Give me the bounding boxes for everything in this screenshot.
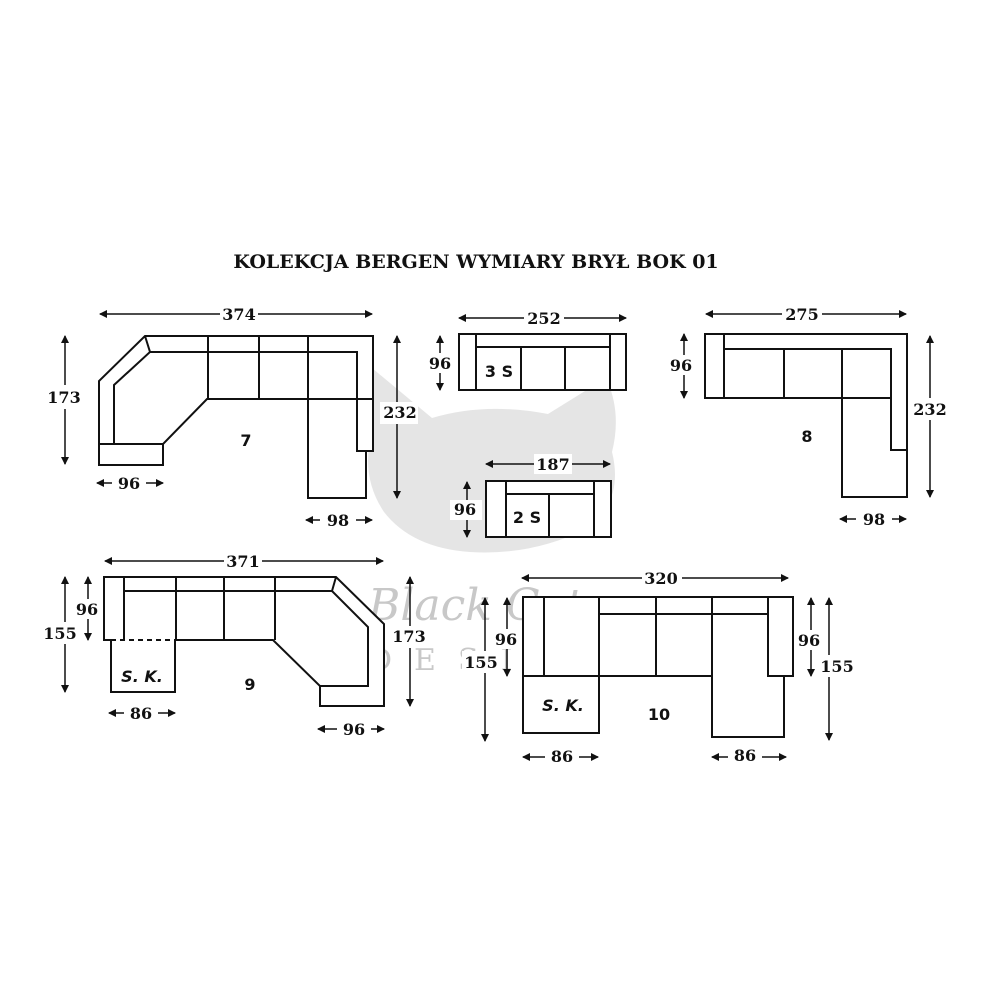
set-7: 7 374 173 232 96 98: [44, 303, 418, 530]
set-9-width-left-bottom: 86: [130, 704, 152, 723]
set-9-width-right-bottom: 96: [343, 720, 365, 739]
set-2s-label: 2 S: [513, 508, 541, 527]
set-7-width-right-bottom: 98: [327, 511, 349, 530]
set-8-width-bottom: 98: [863, 510, 885, 529]
set-10: S. K. 10 320 96 155 96 155 86 86: [462, 568, 856, 767]
set-2s-height: 96: [454, 500, 476, 519]
set-3s-label: 3 S: [485, 362, 513, 381]
set-10-height-left: 155: [464, 653, 497, 672]
set-10-height-right-inner: 96: [798, 631, 820, 650]
set-10-height-right: 155: [820, 657, 853, 676]
set-7-width-top: 374: [222, 305, 255, 324]
set-8-height-left: 96: [670, 356, 692, 375]
set-10-module-label: S. K.: [542, 696, 584, 715]
set-10-width-right-bottom: 86: [734, 746, 756, 765]
set-10-height-left-inner: 96: [495, 630, 517, 649]
set-2s-width: 187: [536, 455, 569, 474]
set-9-width-top: 371: [226, 552, 259, 571]
page-title: KOLEKCJA BERGEN WYMIARY BRYŁ BOK 01: [233, 251, 718, 273]
set-10-width-left-bottom: 86: [551, 747, 573, 766]
set-7-height-right: 232: [383, 403, 416, 422]
set-7-width-left-bottom: 96: [118, 474, 140, 493]
set-3s-height: 96: [429, 354, 451, 373]
set-3s-width: 252: [527, 309, 560, 328]
set-7-label: 7: [240, 431, 251, 450]
set-8: 8 275 96 232 98: [667, 304, 950, 529]
set-2s: 2 S 187 96: [450, 454, 612, 538]
set-8-width-top: 275: [785, 305, 818, 324]
set-8-label: 8: [801, 427, 812, 446]
set-9-module-label: S. K.: [121, 667, 163, 686]
set-10-outline: [522, 596, 794, 738]
set-7-height-left: 173: [47, 388, 80, 407]
set-9-height-right: 173: [392, 627, 425, 646]
set-10-width-top: 320: [644, 569, 677, 588]
set-9-height-left: 155: [43, 624, 76, 643]
set-8-outline: [704, 333, 908, 498]
set-3s: 3 S 252 96: [424, 308, 627, 391]
set-8-height-right: 232: [913, 400, 946, 419]
set-3s-outline: [458, 333, 627, 391]
set-9-height-inner: 96: [76, 600, 98, 619]
set-9: S. K. 9 371 96 155 173 86 96: [40, 551, 430, 739]
set-10-label: 10: [648, 705, 670, 724]
set-9-label: 9: [244, 675, 255, 694]
